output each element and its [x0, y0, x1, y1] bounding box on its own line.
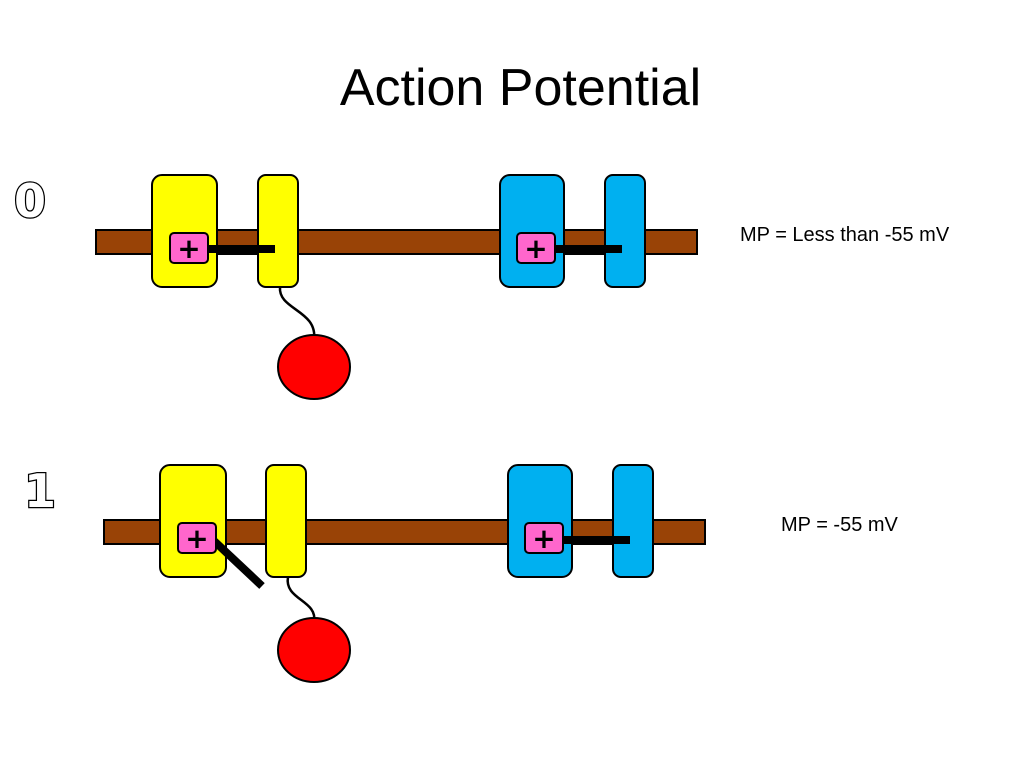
sodium-channel-left-subunit	[159, 464, 227, 578]
slide-title: Action Potential	[339, 59, 702, 117]
inactivation-tether	[278, 286, 316, 341]
step-label-1: 1	[23, 463, 58, 520]
membrane-potential-label-1: MP = -55 mV	[781, 514, 898, 536]
sodium-activation-gate	[209, 536, 265, 589]
potassium-channel-right-subunit	[604, 174, 646, 288]
potassium-voltage-sensor	[516, 232, 556, 264]
sodium-channel-right-subunit	[257, 174, 299, 288]
inactivation-tether	[286, 576, 316, 623]
channel-diagram-row-1: + +	[103, 464, 706, 683]
step-label-0: 0	[13, 173, 48, 230]
inactivation-ball	[277, 617, 351, 683]
sodium-sensor-plus: +	[185, 522, 208, 555]
potassium-channel-right-subunit	[612, 464, 654, 578]
potassium-channel-left-subunit	[507, 464, 573, 578]
sodium-channel-right-subunit	[265, 464, 307, 578]
inactivation-ball	[277, 334, 351, 400]
potassium-voltage-sensor	[524, 522, 564, 554]
sodium-voltage-sensor	[169, 232, 209, 264]
sodium-sensor-plus: +	[177, 232, 200, 265]
potassium-channel-left-subunit	[499, 174, 565, 288]
sodium-voltage-sensor	[177, 522, 217, 554]
channel-diagram-row-0: + +	[95, 174, 698, 400]
potassium-sensor-plus: +	[532, 522, 555, 555]
sodium-channel-left-subunit	[151, 174, 218, 288]
potassium-sensor-plus: +	[524, 232, 547, 265]
membrane-potential-label-0: MP = Less than -55 mV	[740, 224, 950, 246]
